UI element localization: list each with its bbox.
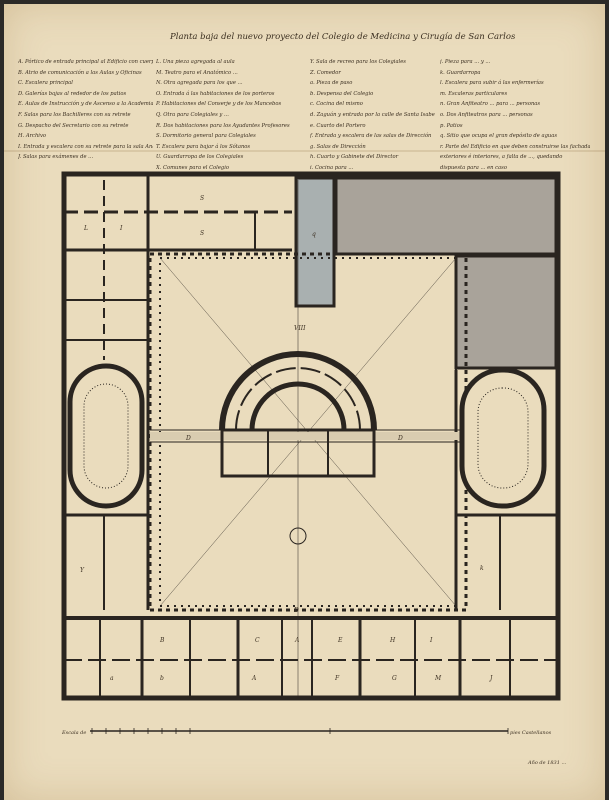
fountain	[289, 527, 307, 545]
legend-item: m. Escaleras particulares	[440, 90, 508, 97]
svg-text:B: B	[159, 637, 165, 644]
legend-item: S. Dormitorio general para Colegiales	[156, 133, 256, 140]
legend-column-3: Y. Sala de recreo para los Colegiales Z.…	[310, 57, 435, 174]
left-amphitheater	[67, 363, 145, 509]
legend-item: M. Teatro para el Anatómico ...	[156, 69, 238, 76]
svg-text:H: H	[389, 637, 396, 644]
legend-item: p. Patios	[440, 122, 463, 129]
legend-item: A. Pórtico de entrada principal al Edifi…	[18, 59, 153, 65]
legend-item: b. Despensa del Colegio	[310, 90, 374, 97]
svg-text:b: b	[160, 675, 164, 682]
svg-text:E: E	[337, 637, 343, 644]
svg-text:L: L	[83, 225, 88, 232]
scale-unit-label: pies Castellanos	[510, 730, 552, 736]
legend-item: O. Entrada á las habitaciones de los por…	[156, 90, 275, 97]
legend-item: exteriores é interiores, a falta de ...,…	[440, 154, 563, 161]
legend-item: Z. Comedor	[310, 69, 341, 76]
svg-text:q: q	[312, 231, 316, 238]
legend-item: h. Cuarto y Gabinete del Director	[310, 154, 399, 161]
unbuilt-area-top	[334, 176, 558, 256]
legend-item: C. Escalera principal	[18, 80, 73, 87]
legend-column-4: j. Pieza para ... y ... k. Guardarropa l…	[440, 57, 590, 174]
legend-item: G. Despacho del Secretario con su retret…	[18, 122, 129, 129]
legend-item: n. Gran Anfiteatro ... para ... personas	[440, 101, 541, 108]
svg-text:a: a	[110, 675, 114, 682]
legend-item: c. Cocina del mismo	[310, 101, 363, 108]
svg-text:k: k	[480, 565, 484, 572]
legend-item: dispuesta para ... en caso	[440, 164, 507, 171]
legend-item: l. Escalera para subir á las enfermerías	[440, 80, 544, 87]
svg-text:D: D	[185, 435, 191, 442]
legend-item: N. Otra agregada para los que ...	[156, 80, 243, 87]
svg-text:Y: Y	[80, 567, 85, 574]
legend-item: U. Guardarropa de los Colegiales	[156, 154, 244, 161]
right-amphitheater	[459, 367, 547, 509]
legend-item: r. Parte del Edificio en que deben const…	[440, 143, 590, 150]
central-amphitheater	[219, 351, 377, 431]
plan-title: Planta baja del nuevo proyecto del Coleg…	[170, 32, 516, 42]
legend-item: e. Cuarto del Portero	[310, 122, 366, 129]
legend-item: i. Cocina para ...	[310, 164, 354, 171]
svg-text:I: I	[119, 225, 123, 232]
scale-label: Escala de	[62, 730, 87, 736]
legend-item: D. Galerías bajas al rededor de los pati…	[18, 90, 127, 97]
legend-item: H. Archivo	[18, 133, 47, 140]
legend-item: B. Atrio de comunicación a las Aulas y O…	[18, 69, 142, 76]
legend-item: J. Salas para exámenes de ...	[18, 154, 94, 161]
svg-text:I: I	[429, 637, 433, 644]
legend-item: F. Salas para los Bachilleres con su ret…	[18, 111, 131, 118]
svg-text:D: D	[293, 607, 299, 614]
svg-text:F: F	[334, 675, 340, 682]
legend-item: g. Salas de Dirección	[310, 143, 366, 150]
legend-item: R. Dos habitaciones para los Ayudantes P…	[156, 122, 290, 129]
legend-item: q. Sitio que ocupa el gran depósito de a…	[440, 133, 557, 140]
svg-text:D: D	[397, 435, 403, 442]
legend-column-2: L. Una pieza agregada al aula M. Teatro …	[156, 57, 306, 174]
unbuilt-area-right	[454, 254, 558, 370]
legend-item: f. Entrada y escalera de las salas de Di…	[310, 133, 432, 140]
legend-column-1: A. Pórtico de entrada principal al Edifi…	[18, 57, 153, 163]
legend-item: E. Aulas de Instrucción y de Ascenso a l…	[18, 101, 153, 108]
signature: Año de 1831 ...	[528, 760, 567, 766]
legend-item: o. Dos Anfiteatros para ... personas	[440, 111, 533, 118]
water-deposit	[294, 176, 336, 308]
legend-item: X. Comunes para el Colegio	[156, 164, 230, 171]
svg-text:S: S	[200, 230, 204, 237]
legend-item: P. Habitaciones del Conserje y de los Ma…	[156, 101, 282, 108]
svg-text:J: J	[488, 675, 493, 682]
legend-item: L. Una pieza agregada al aula	[156, 59, 235, 65]
legend-item: Q. Otra para Colegiales y ...	[156, 111, 229, 118]
svg-text:A: A	[251, 675, 257, 682]
legend-item: a. Pieza de paso	[310, 80, 353, 87]
legend-item: j. Pieza para ... y ...	[440, 59, 491, 65]
svg-text:S: S	[200, 195, 204, 202]
legend-item: d. Zaguán y entrada por la calle de Sant…	[310, 111, 435, 118]
svg-text:A: A	[294, 637, 300, 644]
legend-item: T. Escalera para bajar á los Sótanos	[156, 143, 251, 150]
svg-text:G: G	[392, 675, 397, 682]
legend-item: k. Guardarropa	[440, 69, 481, 76]
fold-line	[4, 150, 605, 152]
legend-item: Y. Sala de recreo para los Colegiales	[310, 59, 406, 65]
legend-item: I. Entrada y escalera con su retrete par…	[18, 143, 153, 150]
svg-text:VIII: VIII	[294, 325, 306, 332]
svg-text:M: M	[434, 675, 442, 682]
svg-text:C: C	[255, 637, 260, 644]
